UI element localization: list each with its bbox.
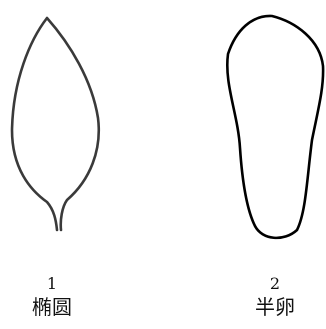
leaf-2-label: 半卵 [255,295,295,319]
leaf-2-caption: 2 半卵 [235,274,315,319]
leaf-1-caption: 1 椭圆 [12,274,92,319]
half-ovate-leaf-outline [226,14,325,240]
elliptic-leaf-outline [10,16,101,232]
leaf-1-label: 椭圆 [32,295,72,319]
leaf-1-number: 1 [46,274,58,293]
leaf-2-number: 2 [269,274,281,293]
